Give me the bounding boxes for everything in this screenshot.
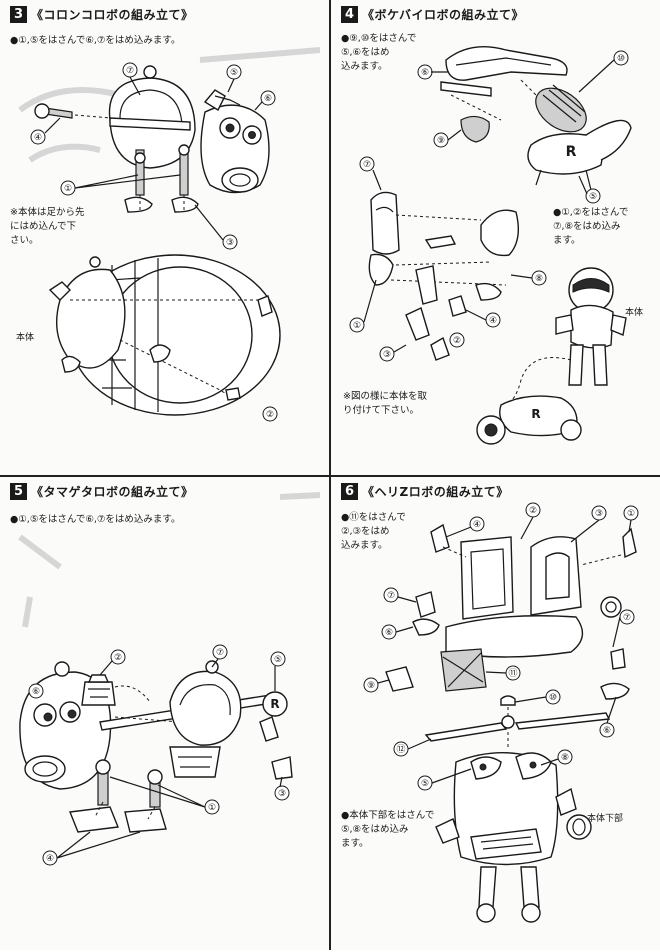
step-instruction: ●⑨,⑩をはさんで ⑤,⑥をはめ 込みます。 [341, 33, 417, 72]
svg-text:⑥: ⑥ [421, 68, 429, 78]
svg-text:⑨: ⑨ [437, 136, 445, 146]
step-number: 6 [341, 483, 358, 500]
svg-text:⑦: ⑦ [623, 613, 631, 623]
step-panel-4: R R [331, 0, 660, 475]
step-instruction: ●①,⑤をはさんで⑥,⑦をはめ込みます。 [10, 35, 181, 46]
svg-text:④: ④ [489, 316, 497, 326]
svg-text:⑫: ⑫ [396, 744, 405, 755]
step-number: 4 [341, 6, 358, 23]
svg-text:⑥: ⑥ [32, 687, 40, 697]
svg-text:②: ② [114, 653, 122, 663]
horizontal-divider [0, 475, 660, 477]
svg-text:⑩: ⑩ [549, 693, 557, 703]
svg-text:②: ② [266, 410, 274, 420]
svg-text:⑤: ⑤ [274, 655, 282, 665]
step-title: 《ヘリZロボの組み立て》 [362, 485, 509, 499]
step-instruction-secondary: ●本体下部をはさんで ⑤,⑧をはめ込み ます。 [341, 810, 435, 849]
step-header: 4 《ボケバイロボの組み立て》 [341, 6, 524, 23]
step-title: 《タマゲタロボの組み立て》 [31, 485, 194, 499]
step-instruction-secondary: ●①,②をはさんで ⑦,⑧をはめ込み ます。 [553, 207, 629, 246]
svg-text:①: ① [627, 509, 635, 519]
step-title: 《ボケバイロボの組み立て》 [362, 8, 525, 22]
step-header: 5 《タマゲタロボの組み立て》 [10, 483, 194, 500]
svg-text:R: R [566, 144, 577, 160]
step-instruction: ●⑪をはさんで ②,③をはめ 込みます。 [341, 512, 406, 551]
svg-text:⑥: ⑥ [264, 94, 272, 104]
svg-text:⑥: ⑥ [385, 628, 393, 638]
koronkorobo-robot-illustration: ⑦ ⑤ ⑥ ④ ① ③ ② [18, 47, 321, 422]
herizrobo-robot-illustration: ④ ② ③ ① ⑦ ⑥ ⑦ ⑪ ⑨ ⑥ ⑩ ⑫ ⑧ ⑤ [363, 502, 639, 923]
bokebairobo-robot-illustration: R R [349, 45, 632, 445]
step-number: 3 [10, 6, 27, 23]
step-note: ※図の様に本体を取 り付けて下さい。 [343, 391, 427, 416]
svg-text:⑤: ⑤ [589, 192, 597, 202]
svg-text:①: ① [208, 803, 216, 813]
body-label: 本体下部 [587, 814, 624, 824]
svg-text:②: ② [529, 506, 537, 516]
step-panel-5: R ② ⑦ ⑤ ⑥ ① ③ ④ 5 《タマゲタロボの組み立て》 ●①,⑤をはさん… [0, 477, 329, 952]
body-label: 本体 [16, 333, 35, 343]
svg-text:⑨: ⑨ [367, 681, 375, 691]
svg-text:⑦: ⑦ [216, 648, 224, 658]
svg-text:⑦: ⑦ [387, 591, 395, 601]
step-panel-3: ⑦ ⑤ ⑥ ④ ① ③ ② 3 《コロンコロボの組み立て》 ●①,⑤をはさんで⑥… [0, 0, 329, 475]
step-panel-6: ④ ② ③ ① ⑦ ⑥ ⑦ ⑪ ⑨ ⑥ ⑩ ⑫ ⑧ ⑤ 6 《ヘリZロボの組み立… [331, 477, 660, 952]
svg-text:⑧: ⑧ [535, 274, 543, 284]
svg-text:③: ③ [383, 350, 391, 360]
step-header: 3 《コロンコロボの組み立て》 [10, 6, 194, 23]
tamagetarobo-robot-illustration: R ② ⑦ ⑤ ⑥ ① ③ ④ [18, 492, 321, 866]
svg-text:R: R [270, 697, 279, 711]
svg-text:①: ① [64, 184, 72, 194]
svg-text:R: R [531, 407, 540, 421]
svg-text:④: ④ [46, 854, 54, 864]
svg-text:⑦: ⑦ [126, 66, 134, 76]
svg-text:⑥: ⑥ [603, 726, 611, 736]
svg-text:⑧: ⑧ [561, 753, 569, 763]
step-instruction: ●①,⑤をはさんで⑥,⑦をはめ込みます。 [10, 514, 181, 525]
svg-text:①: ① [353, 321, 361, 331]
svg-text:⑤: ⑤ [421, 779, 429, 789]
svg-text:④: ④ [34, 133, 42, 143]
svg-text:⑦: ⑦ [363, 160, 371, 170]
step-title: 《コロンコロボの組み立て》 [31, 8, 194, 22]
step-note: ※本体は足から先 にはめ込んで下 さい。 [10, 207, 85, 246]
svg-text:②: ② [453, 336, 461, 346]
svg-text:③: ③ [226, 238, 234, 248]
svg-text:③: ③ [595, 509, 603, 519]
svg-text:③: ③ [278, 789, 286, 799]
svg-text:⑩: ⑩ [617, 54, 625, 64]
svg-text:⑤: ⑤ [230, 68, 238, 78]
body-label: 本体 [625, 308, 644, 318]
step-number: 5 [10, 483, 27, 500]
svg-text:⑪: ⑪ [508, 668, 517, 679]
svg-text:④: ④ [473, 520, 481, 530]
step-header: 6 《ヘリZロボの組み立て》 [341, 483, 509, 500]
